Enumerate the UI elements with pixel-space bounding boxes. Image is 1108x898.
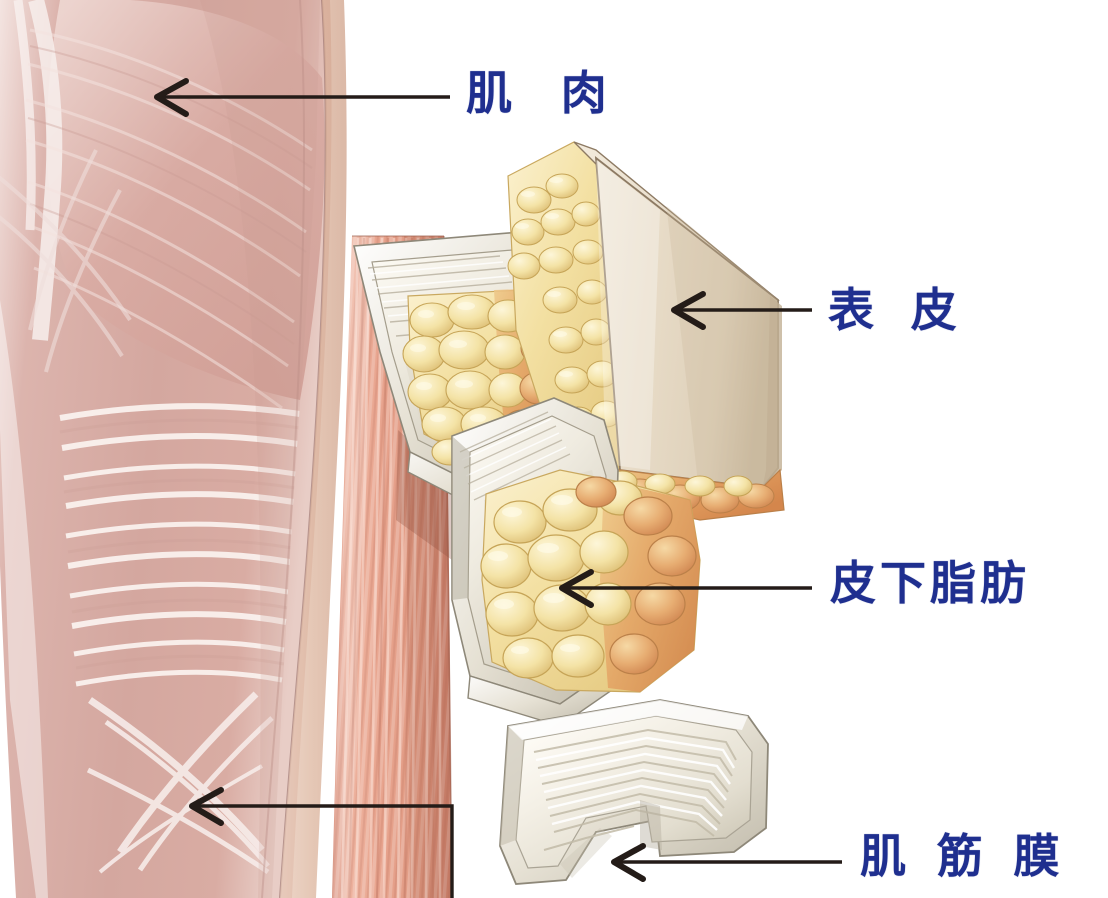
arrowhead-fascia (611, 843, 646, 882)
leader-muscle-strip (192, 804, 454, 898)
epidermis-slab (507, 141, 785, 521)
fascia-sheet-lower (499, 699, 769, 885)
label-muscle: 肌 肉 (466, 67, 625, 119)
leader-lines (154, 78, 842, 898)
arrowhead-fat (559, 569, 594, 608)
arrowhead-epidermis (671, 291, 706, 330)
label-epidermis: 表 皮 (828, 284, 969, 336)
arrowhead-muscle-strip (189, 787, 224, 826)
limb-skin-edge (280, 0, 347, 898)
label-subcutaneous-fat: 皮下脂肪 (830, 557, 1030, 609)
arrowhead-muscle (154, 78, 189, 117)
subcutaneous-fat-lower (480, 469, 701, 693)
label-fascia: 肌 筋 膜 (860, 830, 1069, 882)
thigh-muscle-anatomy (0, 0, 332, 898)
